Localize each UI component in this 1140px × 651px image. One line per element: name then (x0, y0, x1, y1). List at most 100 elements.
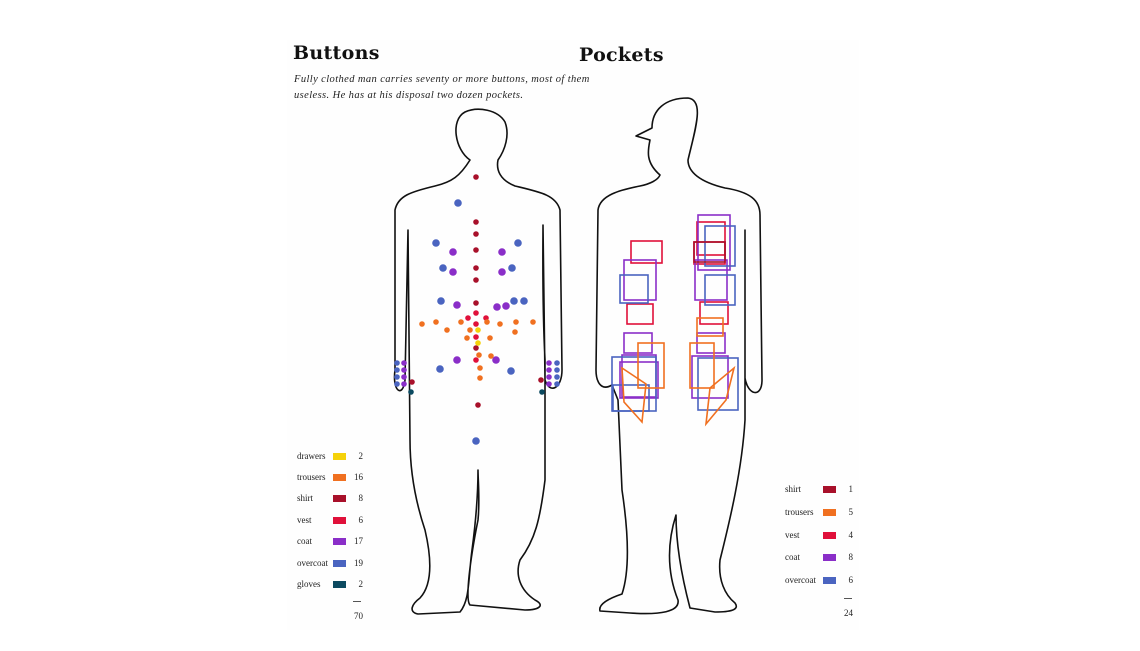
button-dot-trousers (513, 319, 519, 325)
pocket-trousers (704, 365, 736, 427)
button-dot-shirt (409, 379, 415, 385)
button-dot-shirt (473, 300, 479, 306)
button-dot-shirt (473, 231, 479, 237)
legend-swatch (333, 453, 346, 460)
button-dot-overcoat (394, 360, 400, 366)
sum-rule (353, 601, 361, 602)
legend-swatch (333, 581, 346, 588)
legend-swatch (823, 532, 836, 539)
button-dot-overcoat (514, 239, 522, 247)
button-dot-shirt (473, 247, 479, 253)
legend-label: drawers (297, 451, 326, 461)
legend-swatch (823, 509, 836, 516)
button-dot-trousers (476, 352, 482, 358)
button-dot-coat (498, 268, 506, 276)
pocket-shirt (693, 241, 726, 263)
button-dot-overcoat (394, 374, 400, 380)
button-dot-overcoat (394, 381, 400, 387)
button-dot-coat (401, 367, 407, 373)
legend-label: shirt (297, 493, 314, 503)
legend-swatch (333, 517, 346, 524)
legend-label: coat (297, 536, 312, 546)
front-man-outline (393, 108, 563, 615)
button-dot-overcoat (554, 374, 560, 380)
pocket-vest (696, 221, 726, 256)
pocket-trousers (637, 342, 665, 389)
sum-rule (844, 598, 852, 599)
button-dot-overcoat (437, 297, 445, 305)
pocket-coat (694, 259, 728, 301)
pocket-vest (630, 240, 663, 264)
button-dot-vest (473, 357, 479, 363)
button-dot-trousers (477, 365, 483, 371)
legend-swatch (823, 554, 836, 561)
button-dot-overcoat (472, 437, 480, 445)
button-dot-trousers (433, 319, 439, 325)
button-dot-gloves (539, 389, 545, 395)
pockets-total: 24 (844, 608, 853, 618)
button-dot-trousers (488, 353, 494, 359)
legend-count: 1 (848, 484, 854, 494)
button-dot-shirt (475, 402, 481, 408)
button-dot-coat (449, 268, 457, 276)
button-dot-shirt (473, 345, 479, 351)
button-dot-coat (449, 248, 457, 256)
caption: Fully clothed man carries seventy or mor… (294, 74, 590, 101)
button-dot-overcoat (510, 297, 518, 305)
legend-swatch (333, 495, 346, 502)
button-dot-shirt (473, 174, 479, 180)
legend-label: vest (297, 515, 312, 525)
button-dot-vest (473, 334, 479, 340)
button-dot-trousers (512, 329, 518, 335)
legend-label: trousers (297, 472, 326, 482)
button-dot-vest (465, 315, 471, 321)
pocket-overcoat (619, 274, 649, 304)
legend-label: coat (785, 552, 800, 562)
legend-count: 4 (848, 530, 854, 540)
pocket-coat (619, 361, 659, 399)
button-dot-drawers (475, 340, 481, 346)
button-dot-coat (453, 356, 461, 364)
buttons-title: Buttons (293, 42, 380, 64)
pockets-title: Pockets (579, 44, 664, 66)
button-dot-overcoat (432, 239, 440, 247)
page-background (287, 40, 859, 630)
button-dot-trousers (487, 335, 493, 341)
pocket-coat (623, 259, 657, 301)
legend-label: overcoat (785, 575, 816, 585)
button-dot-trousers (484, 319, 490, 325)
legend-count: 6 (848, 575, 854, 585)
button-dot-coat (453, 301, 461, 309)
button-dot-coat (401, 360, 407, 366)
button-dot-coat (546, 360, 552, 366)
legend-count: 16 (354, 472, 363, 482)
button-dot-trousers (477, 375, 483, 381)
legend-label: trousers (785, 507, 814, 517)
profile-man-outline (595, 97, 763, 615)
button-dot-shirt (473, 265, 479, 271)
button-dot-trousers (530, 319, 536, 325)
button-dot-coat (546, 367, 552, 373)
button-dot-coat (546, 374, 552, 380)
button-dot-trousers (419, 321, 425, 327)
button-dot-shirt (538, 377, 544, 383)
button-dot-trousers (464, 335, 470, 341)
button-dot-overcoat (439, 264, 447, 272)
button-dot-drawers (475, 327, 481, 333)
legend-count: 2 (358, 579, 364, 589)
legend-count: 17 (354, 536, 363, 546)
legend-count: 5 (848, 507, 854, 517)
legend-count: 8 (848, 552, 854, 562)
pocket-overcoat (612, 384, 650, 412)
legend-label: overcoat (297, 558, 328, 568)
button-dot-overcoat (454, 199, 462, 207)
button-dot-vest (473, 310, 479, 316)
pocket-vest (699, 301, 729, 325)
button-dot-coat (546, 381, 552, 387)
button-dot-trousers (497, 321, 503, 327)
pocket-trousers (621, 366, 647, 424)
legend-count: 6 (358, 515, 364, 525)
pocket-trousers (696, 317, 724, 337)
